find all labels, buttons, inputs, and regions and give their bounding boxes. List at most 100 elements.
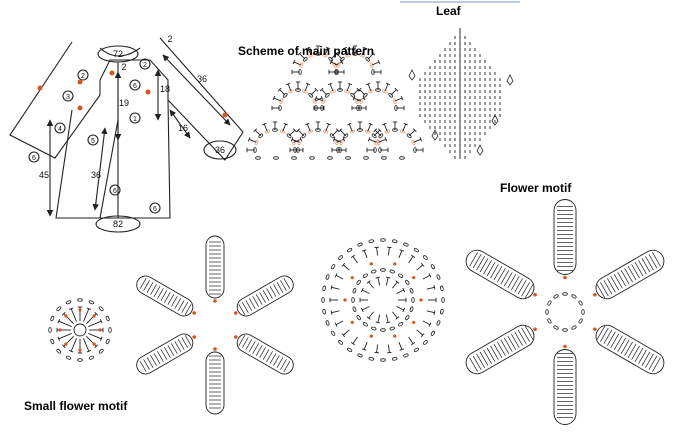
leaf-diagram xyxy=(408,28,514,159)
petal-stitch xyxy=(157,351,164,362)
stitch-symbol xyxy=(272,95,282,102)
petal xyxy=(205,347,225,415)
chain-stitch xyxy=(56,348,62,354)
stitch-bar xyxy=(400,95,404,101)
stitch-symbol xyxy=(408,254,416,264)
petal-stitch xyxy=(627,343,637,358)
stitch-symbol xyxy=(329,297,338,303)
petal-stitch xyxy=(157,288,164,299)
stitch-symbol xyxy=(378,137,388,143)
stitch-symbol xyxy=(426,285,436,290)
petal-stitch xyxy=(490,264,499,279)
stitch-symbol xyxy=(83,338,92,353)
petal-stitch xyxy=(596,284,606,299)
chain-stitch xyxy=(405,315,410,321)
petal-outline xyxy=(595,324,665,375)
stitch-bar xyxy=(375,321,381,324)
petal-stitch xyxy=(490,345,499,360)
petal-stitch xyxy=(184,335,192,346)
chain-stitch xyxy=(413,347,419,353)
zone-4: 4 xyxy=(58,126,62,133)
stitch-stem xyxy=(58,320,72,327)
stitch-bar xyxy=(385,321,391,324)
petal-stitch xyxy=(153,353,161,364)
chain-stitch xyxy=(362,273,368,278)
chain-stitch xyxy=(65,300,72,305)
stitch-stem xyxy=(248,138,257,143)
petal-stitch xyxy=(607,331,616,346)
petal-stitch xyxy=(283,278,291,289)
stitch-bar xyxy=(292,128,297,133)
stitch-bar xyxy=(347,122,352,126)
petal-stitch xyxy=(514,278,523,293)
chain-stitch xyxy=(571,325,577,330)
stitch-stem xyxy=(396,306,404,311)
chain-stitch xyxy=(322,285,326,292)
petal-stitch xyxy=(648,254,658,269)
stitch-stem xyxy=(344,47,349,56)
accent-dot xyxy=(233,335,238,339)
stitch-symbol xyxy=(291,69,300,75)
accent-dot xyxy=(369,262,373,266)
chain-stitch xyxy=(441,297,445,303)
stitch-symbol xyxy=(83,307,92,322)
stitch-bar xyxy=(86,307,92,311)
stitch-bar xyxy=(362,46,368,50)
stitch-stem xyxy=(310,89,317,96)
petal xyxy=(593,324,665,375)
petal-stitch xyxy=(517,329,527,344)
measure-length-front: 36 xyxy=(91,170,101,180)
stitch-symbol xyxy=(394,95,404,102)
accent-dot xyxy=(64,314,68,318)
stitch-symbol xyxy=(329,59,339,66)
stitch-symbol xyxy=(361,341,368,351)
petal-stitch xyxy=(143,359,150,370)
stitch-symbol xyxy=(305,122,311,132)
chain-stitch xyxy=(309,156,315,160)
stitch-bar xyxy=(360,307,364,313)
petal-stitch xyxy=(177,300,185,311)
stitch-bar xyxy=(411,341,416,346)
petal-stitch xyxy=(280,359,287,370)
petal-stitch xyxy=(486,347,496,362)
petal-stitch xyxy=(634,347,644,362)
stitch-stem xyxy=(398,341,403,350)
small-flower-motif-diagram xyxy=(48,235,294,415)
chain-stitch xyxy=(352,288,357,294)
petal xyxy=(136,275,197,317)
stitch-symbol xyxy=(352,87,361,96)
stitch-stem xyxy=(314,97,323,102)
stitch-symbol xyxy=(247,137,257,143)
stitch-stem xyxy=(408,129,416,137)
stitch-symbol xyxy=(297,51,306,60)
stitch-stem xyxy=(368,311,374,319)
stitch-bar xyxy=(61,311,66,316)
accent-dot xyxy=(350,320,354,324)
stitch-stem xyxy=(352,89,359,96)
stitch-symbol xyxy=(68,307,77,322)
stitch-symbol xyxy=(365,82,372,92)
stitch-symbol xyxy=(331,128,340,137)
stitch-bar xyxy=(375,276,381,279)
label-flower-motif: Flower motif xyxy=(500,181,572,195)
stitch-bar xyxy=(395,316,400,320)
stitch-bar xyxy=(341,262,346,267)
petal-stitch xyxy=(259,347,266,358)
chain-stitch xyxy=(330,264,336,270)
chain-stitch xyxy=(98,348,104,354)
chain-stitch xyxy=(389,269,395,274)
chain-stitch xyxy=(338,255,343,260)
petal-stitch xyxy=(266,351,273,362)
petal-stitch xyxy=(472,355,482,370)
stitch-bar xyxy=(361,348,367,351)
chain-stitch xyxy=(352,306,357,312)
stitch-stem xyxy=(346,83,351,92)
label-leaf: Leaf xyxy=(436,4,461,18)
chain-stitch xyxy=(403,353,409,358)
chain-stitch xyxy=(403,242,409,247)
accent-dot xyxy=(393,262,397,266)
stitch-stem xyxy=(362,306,370,311)
stitch-symbol xyxy=(396,105,405,111)
garment-measurement-labels: 72 2 2 36 18 19 16 36 45 36 82 xyxy=(39,34,225,229)
motif-center-ring xyxy=(73,323,87,337)
